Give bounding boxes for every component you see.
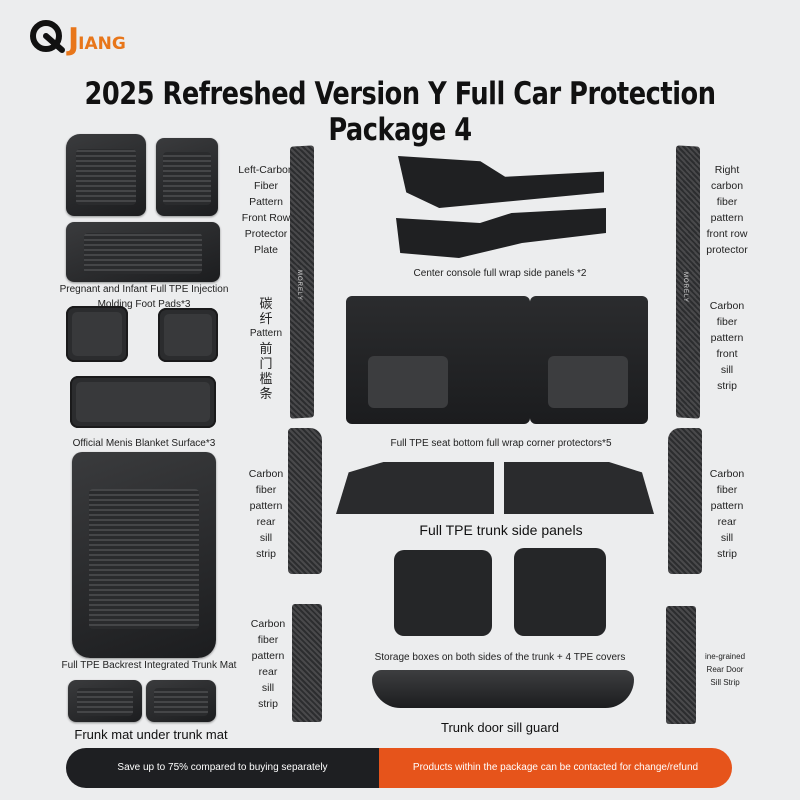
frunk-mat-left: [68, 680, 142, 722]
storage-box-left: [394, 550, 492, 636]
trunk-side-right: [504, 462, 654, 514]
storage-box-right: [514, 548, 606, 636]
caption-seat-bottom: Full TPE seat bottom full wrap corner pr…: [390, 438, 612, 449]
left-rear-sill-strip: [288, 428, 322, 574]
trunk-door-sill-guard: [372, 670, 634, 708]
caption-center-console: Center console full wrap side panels *2: [413, 268, 587, 279]
front-left-mat: [66, 134, 146, 216]
seat-inner-right: [548, 356, 628, 408]
left-rear-door-strip: [292, 604, 322, 722]
promo-banner: Save up to 75% compared to buying separa…: [66, 748, 732, 788]
console-panel-top: [398, 156, 604, 208]
banner-refund: Products within the package can be conta…: [379, 748, 732, 788]
caption-blanket: Official Menis Blanket Surface*3: [72, 438, 216, 449]
brand-name: JIANG: [68, 22, 126, 57]
carpet-rear: [70, 376, 216, 428]
front-right-mat: [156, 138, 218, 216]
carpet-front-right: [158, 308, 218, 362]
console-panel-bottom: [396, 208, 606, 258]
caption-backrest-mat: Full TPE Backrest Integrated Trunk Mat: [61, 660, 237, 671]
right-front-protector-strip: [676, 145, 700, 419]
right-rear-sill-strip: [668, 428, 702, 574]
page-title: 2025 Refreshed Version Y Full Car Protec…: [84, 76, 716, 148]
rear-row-mat: [66, 222, 220, 282]
caption-frunk-mat: Frunk mat under trunk mat: [74, 727, 228, 742]
seat-inner-left: [368, 356, 448, 408]
frunk-mat-right: [146, 680, 216, 722]
caption-foot-pads: Pregnant and Infant Full TPE Injection M…: [59, 284, 229, 310]
strip-brand-left: MORELY: [296, 270, 302, 301]
caption-storage-boxes: Storage boxes on both sides of the trunk…: [374, 652, 626, 663]
banner-savings: Save up to 75% compared to buying separa…: [66, 748, 379, 788]
left-front-sill-strip: [290, 145, 314, 419]
brand-logo: JIANG: [28, 16, 158, 60]
caption-trunk-side: Full TPE trunk side panels: [419, 522, 583, 538]
logo-mark-icon: [30, 20, 65, 53]
trunk-side-left: [336, 462, 494, 514]
strip-brand-right: MORELY: [682, 272, 688, 303]
backrest-trunk-mat: [72, 452, 216, 658]
carpet-front-left: [66, 306, 128, 362]
caption-trunk-door: Trunk door sill guard: [440, 720, 559, 735]
right-rear-door-strip: [666, 606, 696, 724]
